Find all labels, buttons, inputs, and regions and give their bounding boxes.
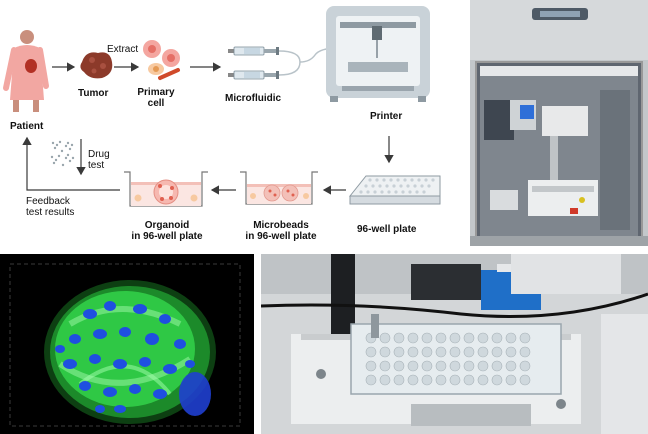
label-microfluidic: Microfluidic xyxy=(225,93,282,104)
organoid-well xyxy=(124,171,208,207)
drug-particles xyxy=(50,140,75,167)
printing-stage-photo xyxy=(261,254,648,434)
label-printer: Printer xyxy=(370,111,403,122)
patient-figure xyxy=(3,30,49,112)
microfluidic-syringes xyxy=(228,46,339,80)
organoid-fluorescence-image xyxy=(0,254,254,434)
printer-illustration xyxy=(326,6,430,102)
primary-cells xyxy=(143,40,180,80)
label-tumor: Tumor xyxy=(78,88,109,99)
label-extract: Extract xyxy=(107,44,139,55)
label-96-well-plate: 96-well plate xyxy=(357,224,417,235)
tumor-shape xyxy=(80,52,113,79)
plate-96-illustration xyxy=(348,175,441,205)
bioprinter-cabinet-photo xyxy=(470,0,648,246)
schematic-graphics xyxy=(3,6,441,207)
label-patient: Patient xyxy=(10,121,44,132)
microbeads-well xyxy=(240,171,318,205)
